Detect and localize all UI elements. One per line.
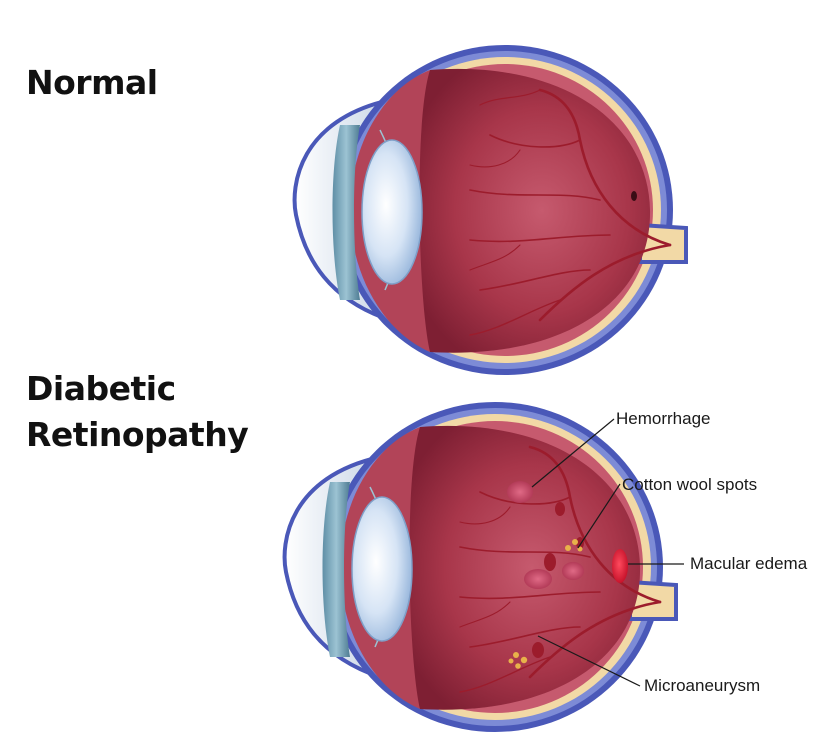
callout-lines	[531, 418, 684, 687]
diabetic-eye	[282, 400, 678, 734]
normal-fovea	[631, 191, 637, 201]
normal-blood-vessels	[469, 88, 672, 336]
normal-eye	[292, 43, 688, 377]
diabetic-blood-vessels	[459, 445, 662, 693]
label-microaneurysm: Microaneurysm	[644, 676, 760, 695]
macular-edema-spot	[612, 549, 628, 583]
label-cotton-wool-spots: Cotton wool spots	[622, 475, 757, 494]
heading-diabetic-retinopathy: Diabetic Retinopathy	[26, 366, 249, 458]
label-hemorrhage: Hemorrhage	[616, 409, 711, 428]
microaneurysm-dots	[532, 502, 584, 658]
cotton-wool-spots	[508, 539, 583, 669]
heading-diabetic-line1: Diabetic	[26, 369, 176, 408]
hemorrhage-spots	[507, 481, 584, 589]
heading-diabetic-line2: Retinopathy	[26, 415, 249, 454]
heading-normal: Normal	[26, 63, 158, 102]
label-macular-edema: Macular edema	[690, 554, 808, 573]
